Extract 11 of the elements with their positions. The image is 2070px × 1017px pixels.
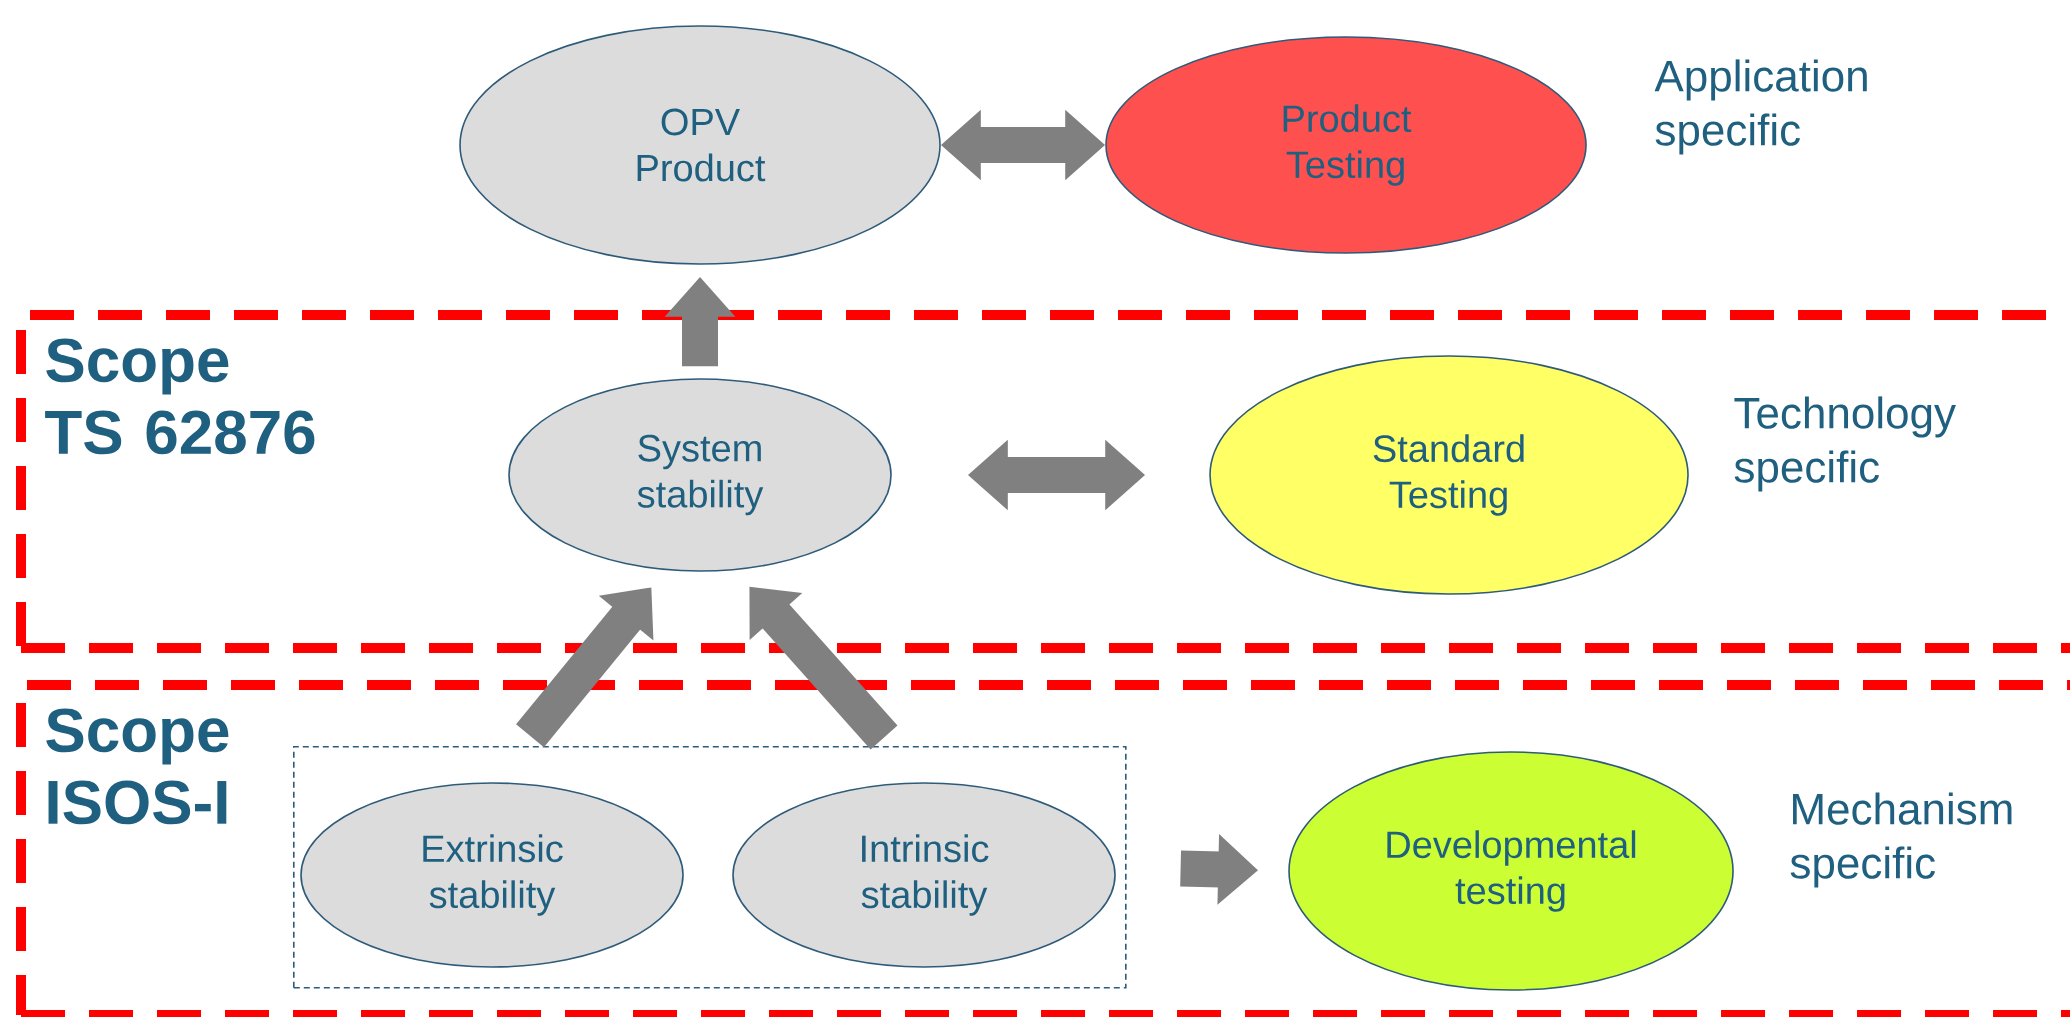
ellipse-node: Developmental testing	[1288, 751, 1734, 991]
side-label: Mechanism specific	[1790, 792, 2012, 888]
ellipse-node: Standard Testing	[1209, 355, 1689, 595]
side-label: Application specific	[1654, 59, 1867, 155]
ellipse-node: OPV Product	[459, 25, 941, 265]
side-label: Technology specific	[1734, 396, 1956, 492]
dotted-frame	[293, 746, 1127, 989]
ellipse-node: Product Testing	[1105, 36, 1587, 254]
ellipse-node: Extrinsic stability	[300, 782, 684, 968]
ellipse-node: Intrinsic stability	[732, 782, 1116, 968]
ellipse-node: System stability	[508, 378, 892, 572]
